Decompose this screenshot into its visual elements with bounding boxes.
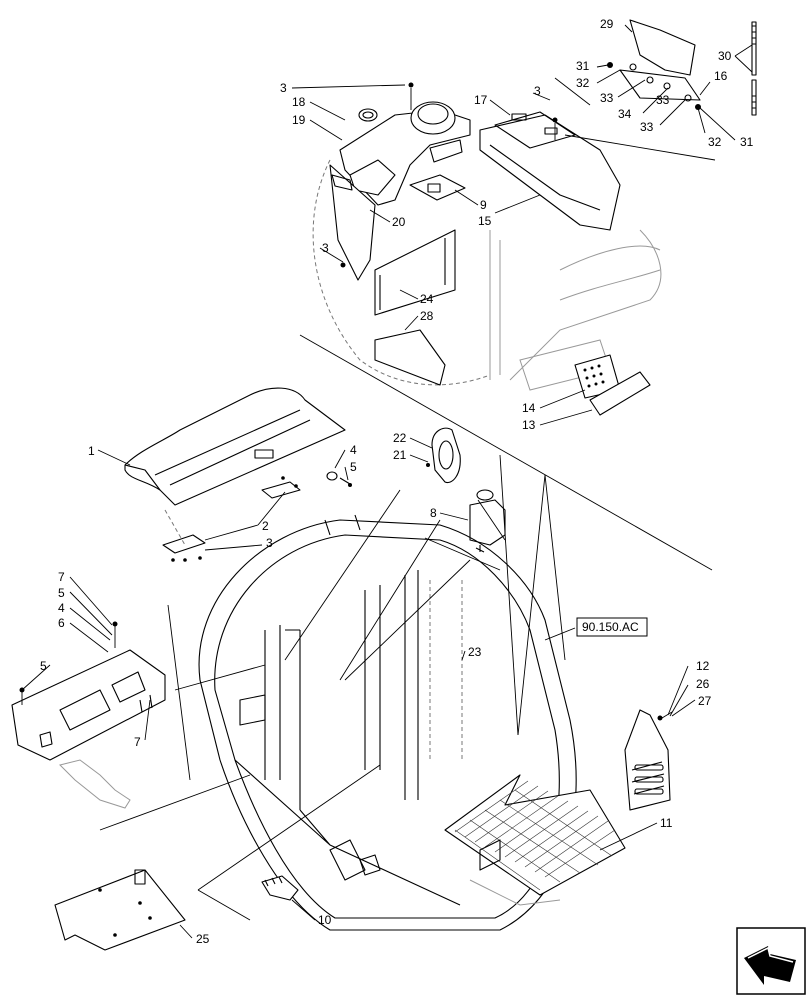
roof-panel-1 [124,387,346,506]
callout-31-left: 31 [576,59,590,73]
callout-12: 12 [696,659,710,673]
callout-13: 13 [522,418,536,432]
callout-17: 17 [474,93,488,107]
callout-9: 9 [480,198,487,212]
stud-30 [751,21,757,116]
arrow-navigation-icon[interactable] [736,927,806,995]
callout-27: 27 [698,694,712,708]
callout-33-right: 33 [656,93,670,107]
callout-30: 30 [718,49,732,63]
panel-24 [374,229,456,316]
reference-label-box[interactable]: 90.150.AC [576,617,648,637]
cab-frame [198,514,626,931]
bracket-9 [409,174,466,201]
callout-2: 2 [262,519,269,533]
reservoir-8 [469,489,506,553]
callout-7-bottom: 7 [134,735,141,749]
callout-16: 16 [714,69,728,83]
callout-28: 28 [420,309,434,323]
callout-5-mid: 5 [350,460,357,474]
callout-8: 8 [430,506,437,520]
upper-cab-assembly [312,19,757,416]
callout-26: 26 [696,677,710,691]
lamp-22 [431,427,461,484]
bracket-29 [629,19,696,76]
door-panel-assembly [624,709,673,811]
callout-5-left-top: 5 [58,586,65,600]
callout-3-left: 3 [322,241,329,255]
callout-7-top: 7 [58,570,65,584]
callout-34: 34 [618,107,632,121]
floor-plate-25 [54,869,186,951]
vent-18 [410,101,456,135]
callout-leaders [21,24,753,939]
step-28 [374,329,446,386]
callout-5-left: 5 [40,659,47,673]
callout-29: 29 [600,17,614,31]
reference-label: 90.150.AC [582,620,639,634]
callout-33-left: 33 [600,91,614,105]
callout-11: 11 [660,816,673,830]
callout-22: 22 [393,431,407,445]
callout-3-top: 3 [280,81,287,95]
callout-32-right: 32 [708,135,722,149]
callout-4-left: 4 [58,601,65,615]
callout-21: 21 [393,448,407,462]
callout-23: 23 [468,645,482,659]
callout-10: 10 [318,913,332,927]
floor-grate-pattern [454,780,616,891]
callout-3-mid: 3 [266,536,273,550]
callout-6: 6 [58,616,65,630]
cover-13 [589,371,651,416]
lamp-assembly [426,427,461,484]
console-6 [11,649,166,761]
rail-15 [479,114,621,231]
handle-2a [261,481,301,499]
callout-15: 15 [478,214,492,228]
callout-19: 19 [292,113,306,127]
callout-18: 18 [292,95,306,109]
side-panel-20 [329,164,376,281]
callout-3-right: 3 [534,84,541,98]
callout-labels: 29 30 31 32 33 34 33 33 16 32 31 3 18 19… [40,17,754,946]
callout-14: 14 [522,401,536,415]
side-console-assembly [11,621,166,809]
callout-33-mid: 33 [640,120,654,134]
switch-10 [261,875,299,901]
callout-1: 1 [88,444,95,458]
callout-25: 25 [196,932,210,946]
callout-24: 24 [420,292,434,306]
callout-20: 20 [392,215,406,229]
callout-4-mid: 4 [350,443,357,457]
callout-32-left: 32 [576,76,590,90]
floor-grate-11 [444,774,626,896]
roof-panel-assembly [124,387,352,562]
callout-31-right: 31 [740,135,754,149]
panel-12 [624,709,671,811]
